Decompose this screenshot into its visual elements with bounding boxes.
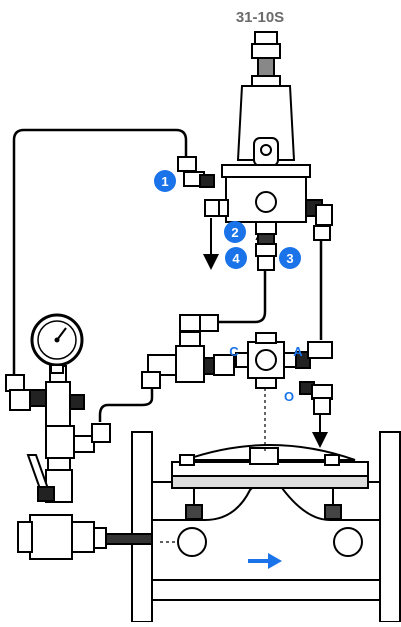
marker-1: 1 (154, 170, 176, 192)
main-valve-body (131, 431, 401, 623)
pilot-fittings (177, 156, 333, 241)
flow-direction-arrow-icon (248, 553, 282, 569)
marker-2: 2 (224, 221, 246, 243)
tubing (12, 128, 323, 422)
svg-text:4: 4 (232, 251, 240, 266)
marker-3: 3 (279, 247, 301, 269)
marker-4: 4 (225, 247, 247, 269)
port-label-a: A (293, 344, 303, 359)
selector-valve (235, 332, 333, 415)
model-title: 31-10S (236, 9, 284, 26)
port-label-o: O (284, 389, 294, 404)
pressure-gauge-icon (30, 313, 84, 374)
ball-valve-handle (26, 454, 55, 502)
svg-text:1: 1 (161, 174, 168, 189)
svg-text:3: 3 (286, 251, 293, 266)
svg-text:2: 2 (231, 225, 238, 240)
left-fittings (5, 314, 235, 560)
port-label-c: C (229, 344, 239, 359)
valve-bonnet (171, 444, 369, 520)
pilot-valve (221, 31, 311, 271)
